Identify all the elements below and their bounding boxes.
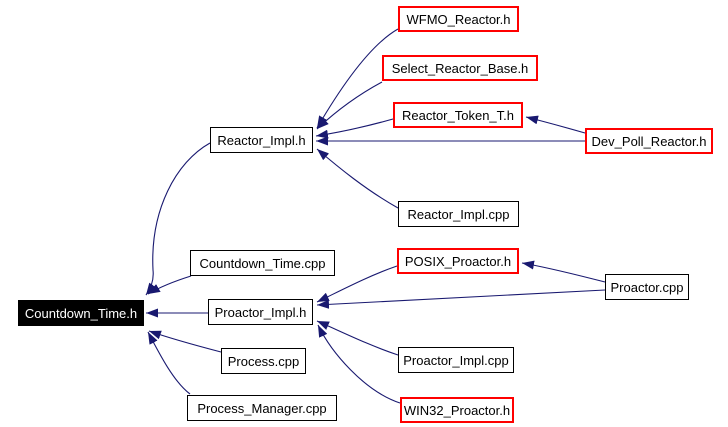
node-proactor-impl-h: Proactor_Impl.h bbox=[208, 299, 313, 325]
node-countdown-time-h: Countdown_Time.h bbox=[18, 300, 144, 326]
edge-select-reactor-base-h-to-reactor-impl-h bbox=[316, 81, 383, 130]
edge-wfmo-reactor-h-to-reactor-impl-h bbox=[316, 28, 399, 129]
node-dev-poll-reactor-h[interactable]: Dev_Poll_Reactor.h bbox=[585, 128, 713, 154]
edge-dev-poll-reactor-h-to-reactor-token-t-h bbox=[525, 115, 586, 134]
edge-proactor-cpp-to-posix-proactor-h bbox=[521, 260, 606, 283]
edge-process-manager-cpp-to-countdown-time-h bbox=[147, 331, 191, 395]
node-proactor-cpp: Proactor.cpp bbox=[605, 274, 689, 300]
node-wfmo-reactor-h[interactable]: WFMO_Reactor.h bbox=[398, 6, 519, 32]
node-reactor-impl-h: Reactor_Impl.h bbox=[210, 127, 313, 153]
edge-proactor-cpp-to-proactor-impl-h bbox=[316, 289, 606, 309]
node-countdown-time-cpp: Countdown_Time.cpp bbox=[190, 250, 335, 276]
edge-process-cpp-to-countdown-time-h bbox=[148, 330, 222, 353]
edge-proactor-impl-cpp-to-proactor-impl-h bbox=[316, 320, 399, 356]
node-reactor-impl-cpp: Reactor_Impl.cpp bbox=[398, 201, 519, 227]
node-process-cpp: Process.cpp bbox=[221, 348, 306, 374]
node-win32-proactor-h[interactable]: WIN32_Proactor.h bbox=[400, 397, 514, 423]
edge-reactor-impl-cpp-to-reactor-impl-h bbox=[316, 148, 399, 209]
node-process-manager-cpp: Process_Manager.cpp bbox=[187, 395, 337, 421]
node-reactor-token-t-h[interactable]: Reactor_Token_T.h bbox=[393, 102, 523, 128]
edge-posix-proactor-h-to-proactor-impl-h bbox=[316, 265, 398, 303]
edge-reactor-token-t-h-to-reactor-impl-h bbox=[315, 118, 394, 139]
edge-win32-proactor-h-to-proactor-impl-h bbox=[317, 324, 401, 404]
node-proactor-impl-cpp: Proactor_Impl.cpp bbox=[398, 347, 514, 373]
node-posix-proactor-h[interactable]: POSIX_Proactor.h bbox=[397, 248, 519, 274]
node-select-reactor-base-h[interactable]: Select_Reactor_Base.h bbox=[382, 55, 538, 81]
edge-countdown-time-cpp-to-countdown-time-h bbox=[147, 275, 192, 295]
